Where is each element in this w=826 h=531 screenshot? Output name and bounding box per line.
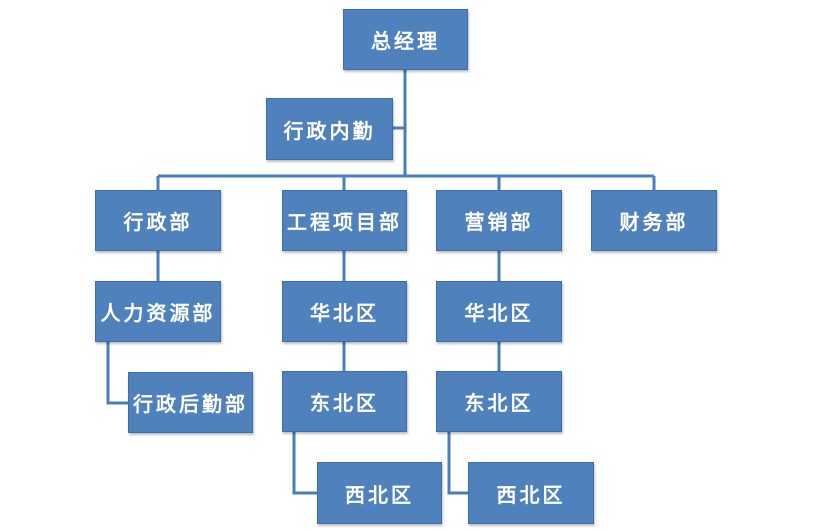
sales-region-northeast-box: 东北区 xyxy=(436,371,562,432)
dept-admin-box: 行政部 xyxy=(95,190,221,251)
sales-region-north-box: 华北区 xyxy=(436,281,562,342)
admin-logistics-box: 行政内勤 xyxy=(266,98,393,160)
eng-region-northeast-box: 东北区 xyxy=(282,371,407,432)
dept-finance-box: 财务部 xyxy=(591,190,717,251)
hr-box: 人力资源部 xyxy=(95,281,221,342)
eng-region-northwest-box: 西北区 xyxy=(317,462,442,524)
dept-engineering-box: 工程项目部 xyxy=(282,190,407,251)
dept-sales-box: 营销部 xyxy=(436,190,562,251)
connector-eng-northwest xyxy=(292,432,317,495)
connector-sales-northwest xyxy=(447,432,468,495)
admin-logistics-dept-box: 行政后勤部 xyxy=(128,372,253,433)
connector-hr-logistics xyxy=(106,342,128,405)
sales-region-northwest-box: 西北区 xyxy=(468,462,594,524)
eng-region-north-box: 华北区 xyxy=(282,281,407,342)
ceo-box: 总经理 xyxy=(343,9,468,70)
